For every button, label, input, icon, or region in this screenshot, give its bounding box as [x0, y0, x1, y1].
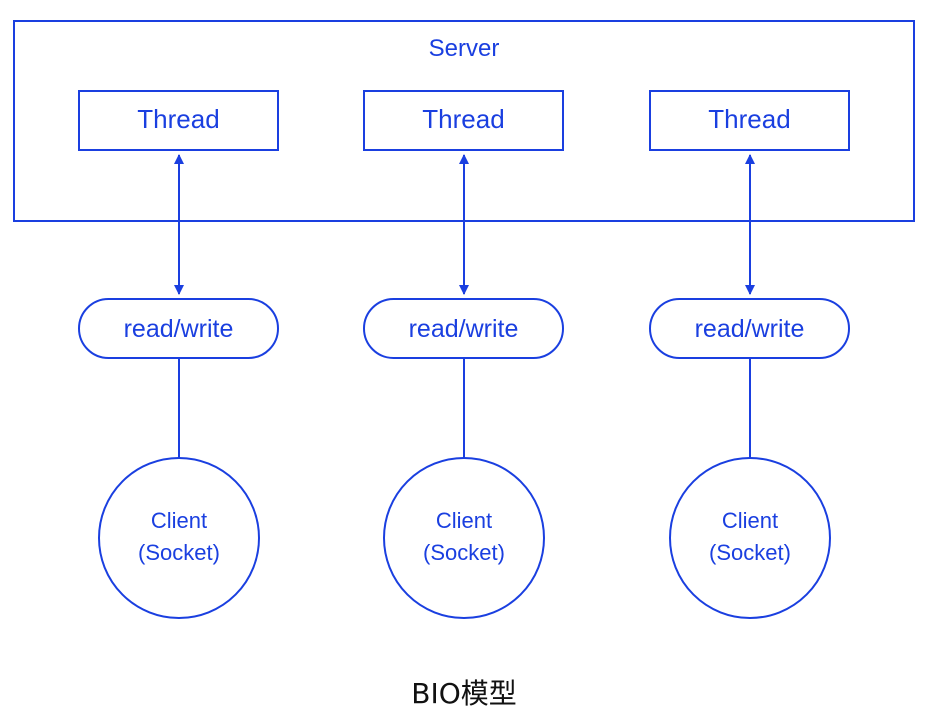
- thread-label-2: Thread: [422, 104, 504, 134]
- read-write-label-2: read/write: [409, 315, 519, 343]
- thread-box-3: [649, 90, 850, 151]
- socket-label-2: (Socket): [423, 540, 505, 565]
- server-label: Server: [429, 35, 500, 62]
- read-write-label-1: read/write: [124, 315, 234, 343]
- client-circle-3: [669, 457, 831, 619]
- read-write-label-3: read/write: [695, 315, 805, 343]
- client-label-3: Client: [722, 508, 778, 533]
- column-2: Thread read/write Client (Socket): [363, 90, 564, 619]
- column-1: Thread read/write Client (Socket): [78, 90, 279, 619]
- thread-box-1: [78, 90, 279, 151]
- diagram-caption: BIO模型: [411, 677, 517, 710]
- client-label-1: Client: [151, 508, 207, 533]
- socket-label-1: (Socket): [138, 540, 220, 565]
- thread-box-2: [363, 90, 564, 151]
- client-circle-2: [383, 457, 545, 619]
- thread-label-3: Thread: [708, 104, 790, 134]
- thread-label-1: Thread: [137, 104, 219, 134]
- socket-label-3: (Socket): [709, 540, 791, 565]
- client-circle-1: [98, 457, 260, 619]
- client-label-2: Client: [436, 508, 492, 533]
- column-3: Thread read/write Client (Socket): [649, 90, 850, 619]
